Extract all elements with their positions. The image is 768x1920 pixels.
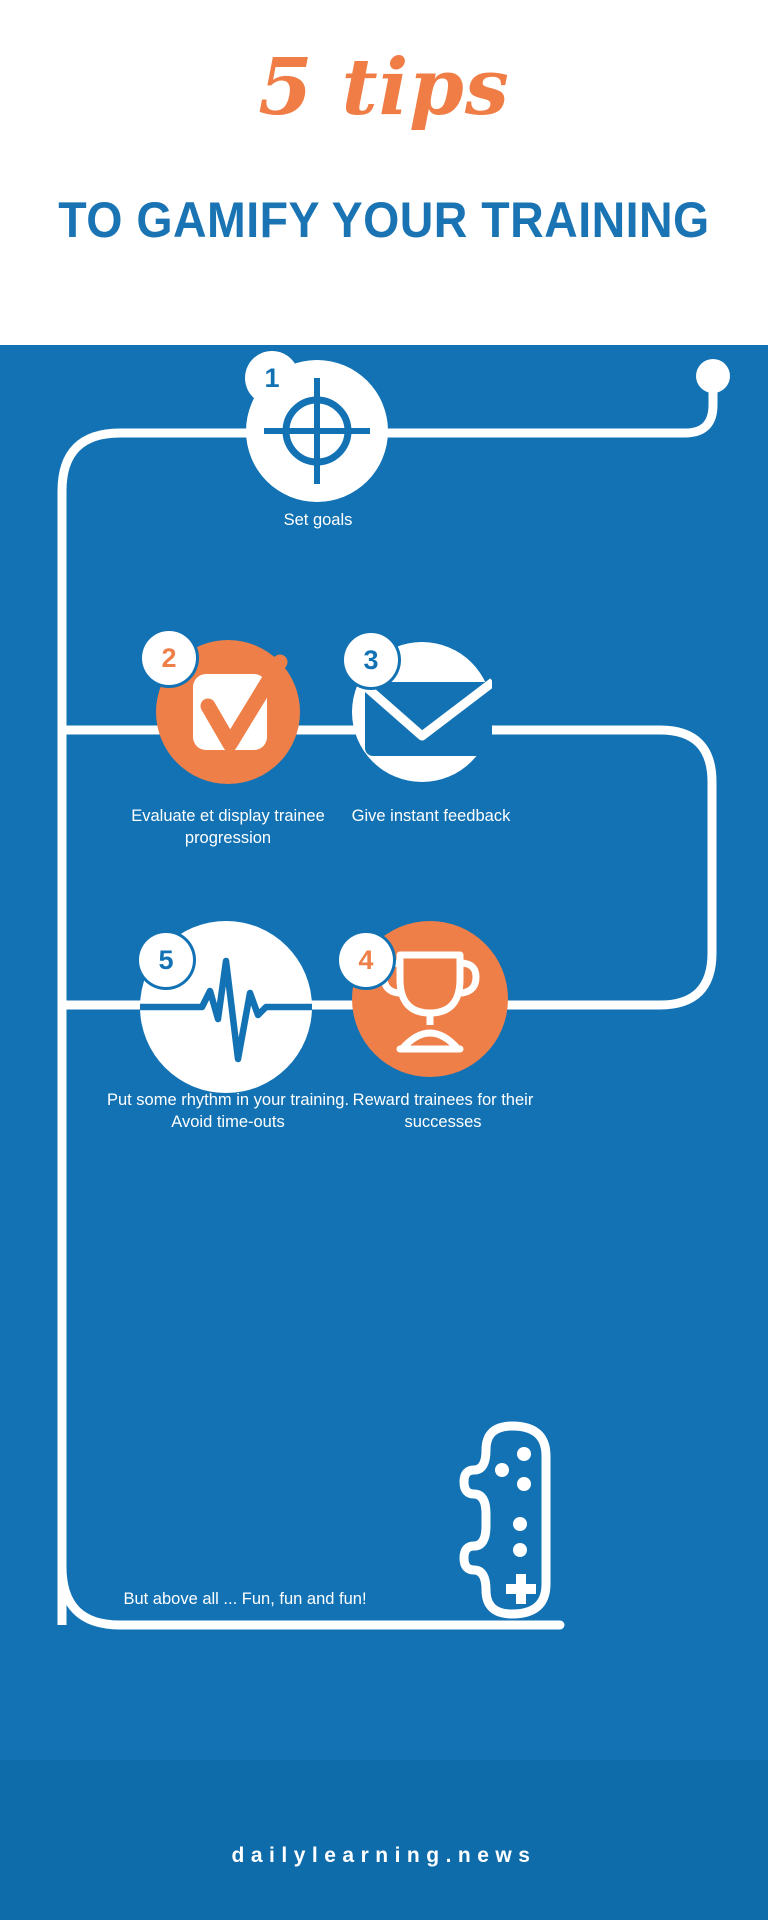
step-badge-3: 3 [344,633,398,687]
step-badge-4: 4 [339,933,393,987]
step-badge-4-number: 4 [358,944,374,975]
game-controller-icon [459,1421,551,1619]
step-badge-1-number: 1 [264,362,280,393]
crosshair-target-icon [264,378,370,484]
step-caption-4: Reward trainees for their successes [352,1091,534,1131]
step-caption-3: Give instant feedback [351,807,511,825]
header-section: 5 tips TO GAMIFY YOUR TRAINING [0,0,768,345]
heartbeat-pulse-icon [140,957,312,1063]
step-node-4[interactable] [352,921,508,1077]
page-title-main: TO GAMIFY YOUR TRAINING [58,192,710,248]
step-badge-2-number: 2 [161,642,177,673]
step-caption-2: Evaluate et display trainee progression [131,807,325,847]
path-start-dot [696,359,730,393]
step-badge-3-number: 3 [363,644,379,675]
step-badge-5-number: 5 [158,944,174,975]
step-badge-1: 1 [245,351,299,405]
step-caption-1: Set goals [283,511,353,529]
step-node-3[interactable] [352,642,492,782]
closing-caption: But above all ... Fun, fun and fun! [123,1590,367,1608]
footer-band [0,1760,768,1920]
page-title-script: 5 tips [258,42,510,133]
step-node-1[interactable] [246,360,388,502]
checkmark-box-icon [193,654,288,752]
envelope-mail-icon [362,678,492,756]
step-caption-5: Put some rhythm in your training. Avoid … [106,1091,350,1131]
footer-site: dailylearning.news [231,1844,537,1867]
step-badge-2: 2 [142,631,196,685]
steps-panel: 1 Set goals 2 Evaluate et display traine… [0,345,768,1920]
step-badge-5: 5 [139,933,193,987]
